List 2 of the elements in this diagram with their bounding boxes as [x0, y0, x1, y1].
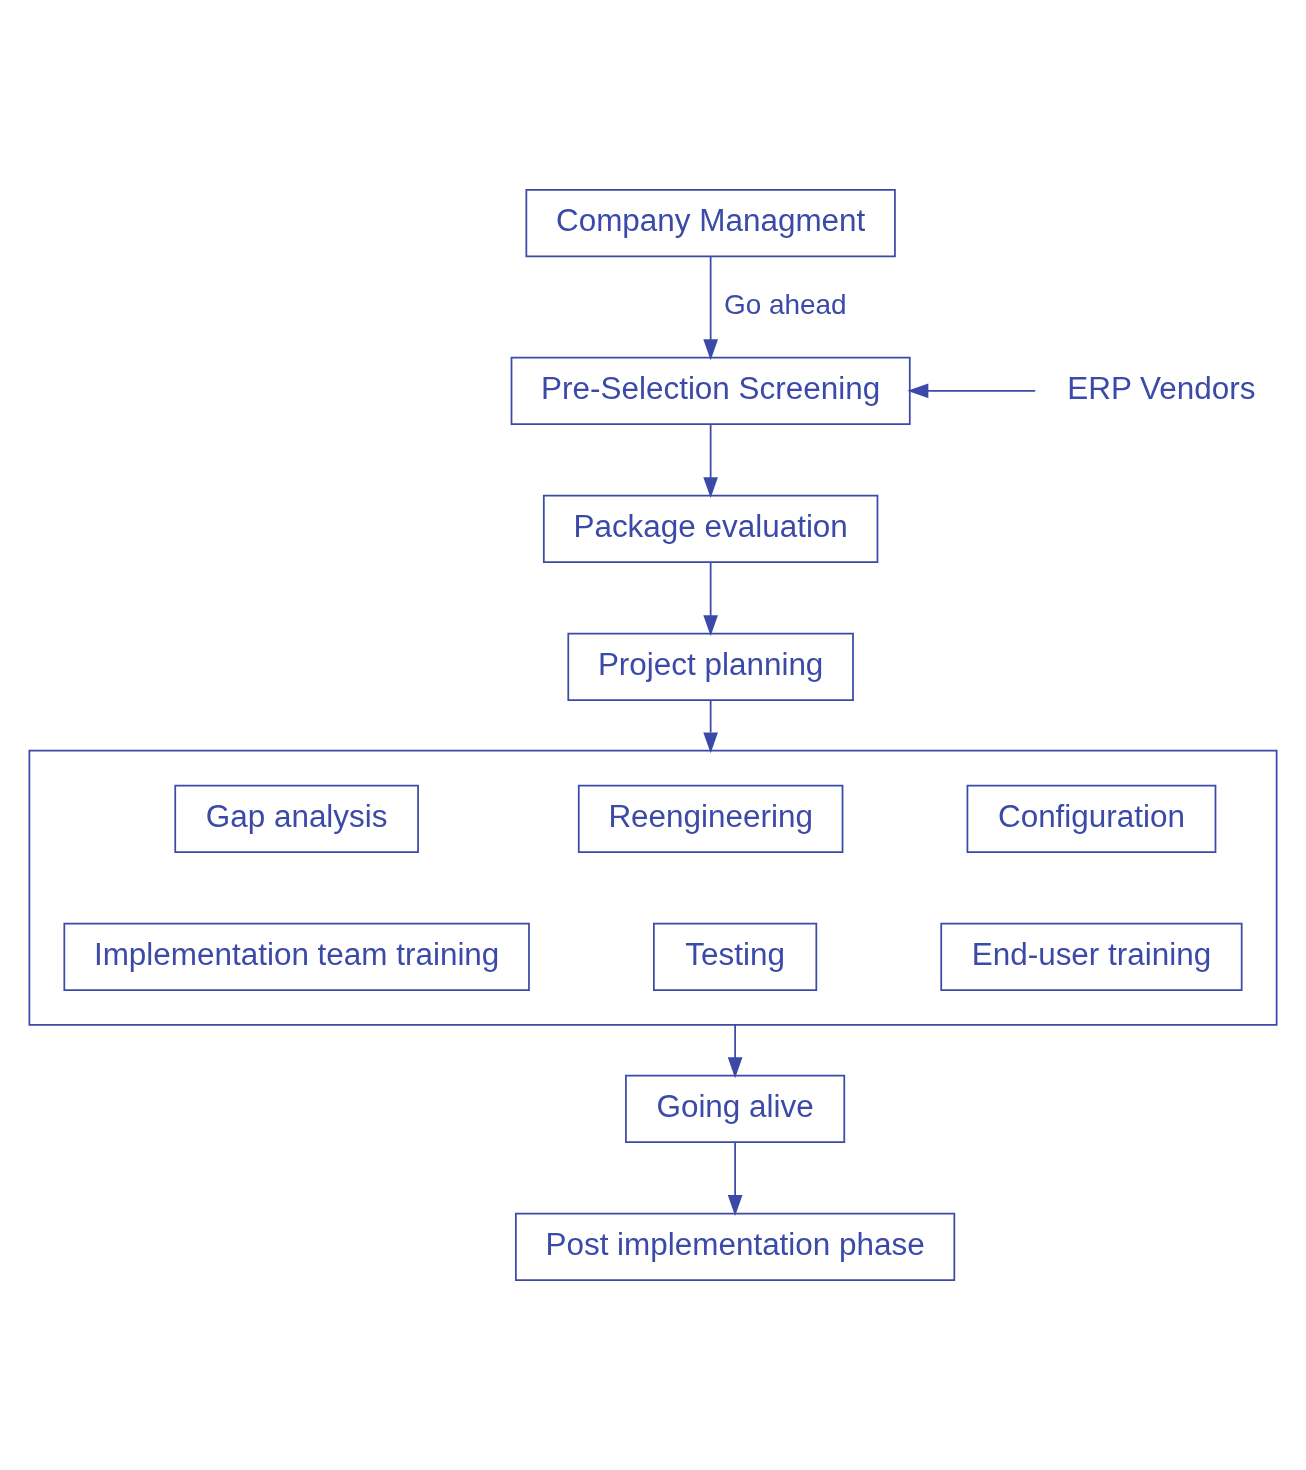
node-text: ERP Vendors	[1067, 370, 1256, 406]
edge-label: Go ahead	[723, 288, 847, 320]
